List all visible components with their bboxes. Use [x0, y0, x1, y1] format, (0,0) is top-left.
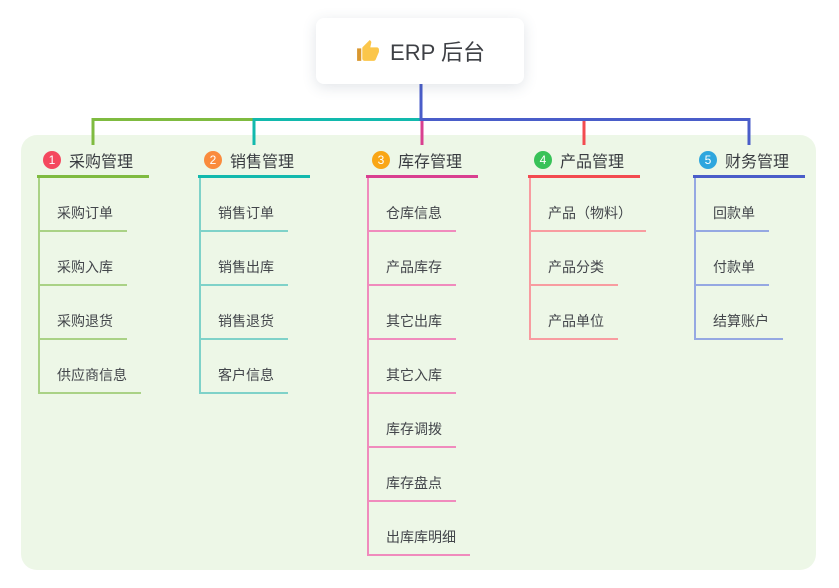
child-node[interactable]: 客户信息 [201, 340, 288, 394]
child-node[interactable]: 销售出库 [201, 232, 288, 286]
child-label: 客户信息 [201, 365, 288, 394]
branch-label: 库存管理 [398, 154, 463, 171]
child-label: 库存调拨 [369, 419, 456, 448]
child-node[interactable]: 采购退货 [40, 286, 141, 340]
branch-children: 采购订单采购入库采购退货供应商信息 [38, 178, 141, 394]
child-label: 采购订单 [40, 203, 127, 232]
branch-number-badge: 2 [204, 151, 222, 169]
child-label: 库存盘点 [369, 473, 456, 502]
child-node[interactable]: 其它入库 [369, 340, 470, 394]
branch-label: 采购管理 [69, 154, 134, 171]
branch-number-badge: 4 [534, 151, 552, 169]
child-label: 产品分类 [531, 257, 618, 286]
child-label: 销售退货 [201, 311, 288, 340]
branch-label: 产品管理 [560, 154, 625, 171]
child-node[interactable]: 产品分类 [531, 232, 646, 286]
branch-node[interactable]: 3 库存管理 [366, 145, 478, 178]
mindmap-board [21, 135, 816, 570]
child-node[interactable]: 采购订单 [40, 178, 141, 232]
child-label: 产品单位 [531, 311, 618, 340]
root-label: ERP 后台 [390, 40, 485, 65]
child-label: 供应商信息 [40, 365, 141, 394]
child-label: 其它入库 [369, 365, 456, 394]
branch-children: 销售订单销售出库销售退货客户信息 [199, 178, 288, 394]
child-label: 产品（物料） [531, 203, 646, 232]
branch-children: 产品（物料） 产品分类产品单位 [529, 178, 646, 340]
child-label: 仓库信息 [369, 203, 456, 232]
branch-number-badge: 3 [372, 151, 390, 169]
child-label: 其它出库 [369, 311, 456, 340]
child-node[interactable]: 库存调拨 [369, 394, 470, 448]
branch-children: 仓库信息产品库存其它出库其它入库库存调拨库存盘点出库库明细 [367, 178, 470, 556]
child-node[interactable]: 采购入库 [40, 232, 141, 286]
root-node[interactable]: ERP 后台 [316, 18, 524, 84]
child-label: 销售订单 [201, 203, 288, 232]
child-label: 回款单 [696, 203, 769, 232]
child-label: 付款单 [696, 257, 769, 286]
branch-node[interactable]: 2 销售管理 [198, 145, 310, 178]
branch-number-badge: 1 [43, 151, 61, 169]
branch-node[interactable]: 1 采购管理 [37, 145, 149, 178]
child-node[interactable]: 供应商信息 [40, 340, 141, 394]
child-label: 销售出库 [201, 257, 288, 286]
branch-label: 财务管理 [725, 154, 790, 171]
child-label: 采购退货 [40, 311, 127, 340]
child-node[interactable]: 产品库存 [369, 232, 470, 286]
child-node[interactable]: 其它出库 [369, 286, 470, 340]
branch-node[interactable]: 4 产品管理 [528, 145, 640, 178]
branch-label: 销售管理 [230, 154, 295, 171]
child-node[interactable]: 回款单 [696, 178, 783, 232]
child-node[interactable]: 结算账户 [696, 286, 783, 340]
child-node[interactable]: 仓库信息 [369, 178, 470, 232]
thumbs-up-icon [357, 39, 379, 61]
child-node[interactable]: 付款单 [696, 232, 783, 286]
branch-number-badge: 5 [699, 151, 717, 169]
branch-children: 回款单付款单结算账户 [694, 178, 783, 340]
child-node[interactable]: 销售订单 [201, 178, 288, 232]
child-node[interactable]: 销售退货 [201, 286, 288, 340]
child-label: 出库库明细 [369, 527, 470, 556]
child-label: 产品库存 [369, 257, 456, 286]
child-node[interactable]: 出库库明细 [369, 502, 470, 556]
child-label: 采购入库 [40, 257, 127, 286]
branch-node[interactable]: 5 财务管理 [693, 145, 805, 178]
child-node[interactable]: 产品（物料） [531, 178, 646, 232]
child-node[interactable]: 产品单位 [531, 286, 646, 340]
child-node[interactable]: 库存盘点 [369, 448, 470, 502]
child-label: 结算账户 [696, 311, 783, 340]
